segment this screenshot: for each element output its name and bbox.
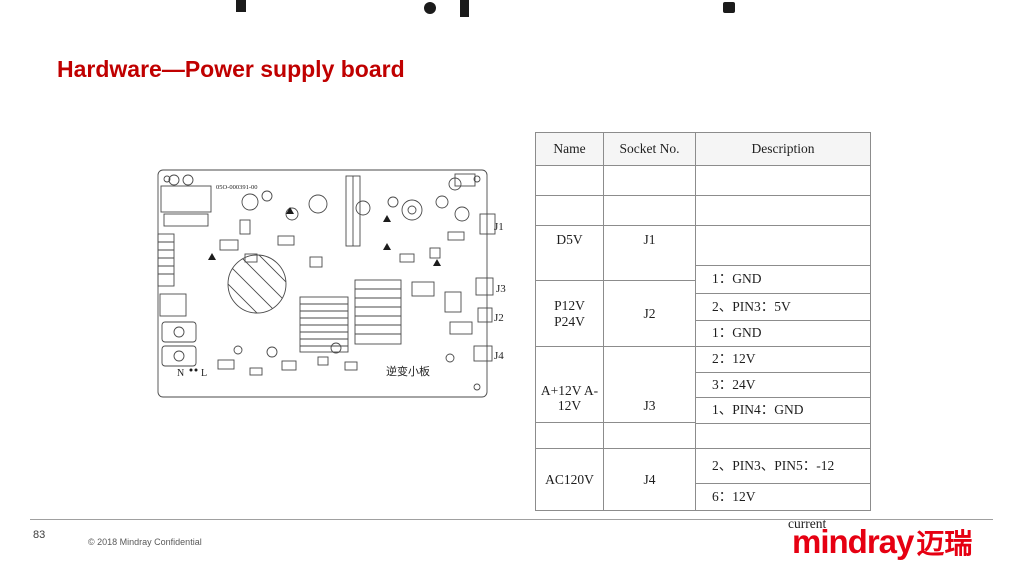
terminal-label-n: N [177,368,184,379]
description-cell: 3：24V [696,373,871,398]
board-caption: 逆变小板 [386,364,430,378]
description-cell: 1：GND [696,321,871,347]
pcb-markers [189,207,441,372]
description-cell: 1、PIN4：GND [696,398,871,424]
description-cell: 2、PIN3：5V [696,294,871,321]
top-edge-artifact [236,0,246,12]
top-edge-artifact [723,2,735,13]
name-cell: P12V P24V [536,281,604,347]
table-row [536,196,696,226]
copyright-text: © 2018 Mindray Confidential [88,537,202,547]
socket-cell [604,166,696,196]
table-row [536,423,696,449]
description-cell [696,166,871,196]
table-header-row: Name Socket No. [536,133,696,166]
footer-divider [30,519,993,520]
name-cell [536,196,604,226]
table-row: AC120V J4 [536,449,696,511]
name-cell: AC120V [536,449,604,511]
socket-cell: J4 [604,449,696,511]
table-row: D5V J1 [536,226,696,281]
slide-title: Hardware—Power supply board [57,56,405,82]
top-edge-artifact [424,2,436,14]
socket-cell: J1 [604,226,696,281]
col-header-description: Description [696,133,871,166]
name-cell [536,166,604,196]
name-cell [536,423,604,449]
table-row [536,166,696,196]
table-row: A+12V A-12V J3 [536,347,696,423]
description-cell [696,196,871,226]
terminal-label-l: L [201,368,207,379]
board-part-number: 05O-000391-00 [216,184,258,191]
socket-cell: J2 [604,281,696,347]
page-number: 83 [33,529,46,541]
socket-cell [604,196,696,226]
table-row: P12V P24V J2 [536,281,696,347]
description-cell [696,226,871,266]
connector-label-j2: J2 [494,312,504,324]
description-cell: 2、PIN3、PIN5：-12 [696,449,871,484]
description-cell: 2：12V [696,347,871,373]
name-cell: D5V [536,226,604,281]
socket-cell [604,423,696,449]
pcb-board-outline [157,169,496,398]
pcb-diagram: 05O-000391-00 J1 J3 J2 J4 N L 逆变小板 [150,162,515,402]
name-cell: A+12V A-12V [536,347,604,423]
connector-label-j3: J3 [496,283,506,295]
description-cell [696,424,871,449]
pcb-diagram-svg: 05O-000391-00 J1 J3 J2 J4 N L 逆变小板 [157,169,506,398]
description-cell: 6：12V [696,484,871,511]
table-left-columns: Name Socket No. D5V J1 P12V P24V J2 A+12… [536,133,696,511]
description-cell: 1：GND [696,266,871,294]
table-description-column: Description 1：GND 2、PIN3：5V 1：GND 2：12V … [696,133,871,511]
col-header-socket: Socket No. [604,133,696,166]
socket-cell: J3 [604,347,696,423]
connector-label-j4: J4 [494,350,504,362]
logo-cjk-text: 迈瑞 [916,528,973,559]
col-header-name: Name [536,133,604,166]
socket-table: Name Socket No. D5V J1 P12V P24V J2 A+12… [535,132,871,511]
connector-label-j1: J1 [494,221,504,233]
logo-latin-text: mindray [792,523,914,560]
top-edge-artifact [460,0,469,17]
